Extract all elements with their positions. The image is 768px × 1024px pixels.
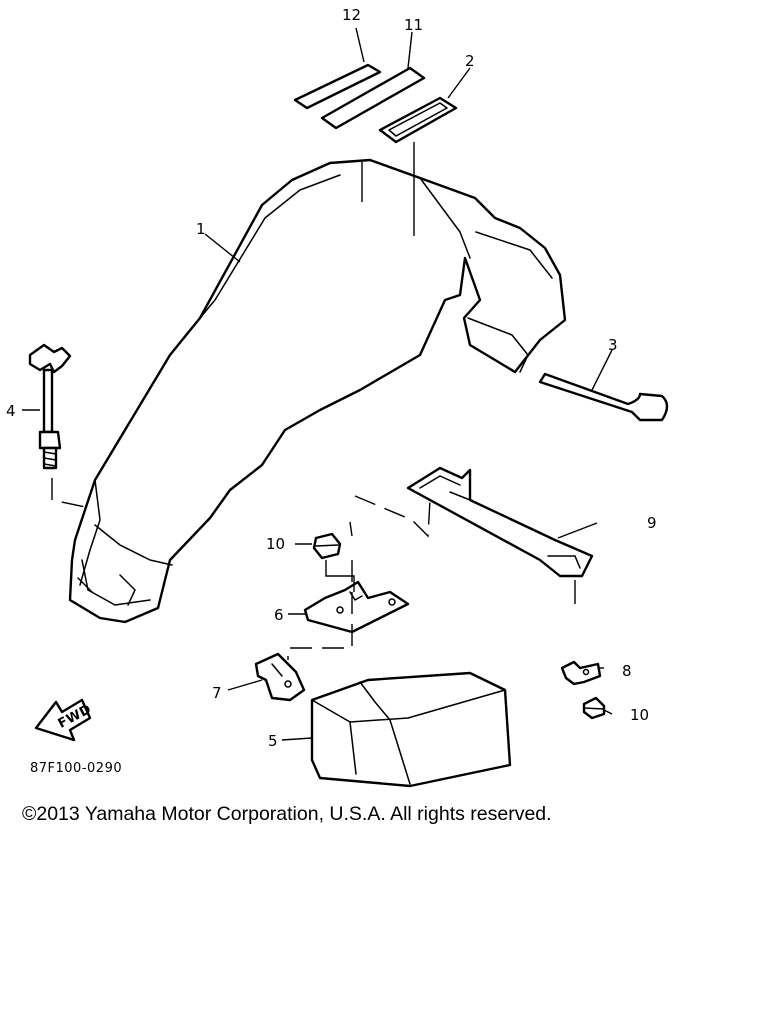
rear-rod (538, 372, 669, 422)
callout-8: 8 (622, 662, 632, 680)
callout-7: 7 (212, 684, 222, 702)
callout-10-lower: 10 (630, 706, 649, 724)
callout-11: 11 (404, 16, 423, 34)
fwd-arrow-icon: FWD (34, 698, 94, 742)
decal-2 (378, 96, 458, 144)
callout-3: 3 (608, 336, 618, 354)
callout-9: 9 (647, 514, 657, 532)
decal-11 (320, 66, 426, 130)
leader-lines (22, 27, 613, 741)
bracket-7 (254, 652, 306, 702)
bracket-6 (303, 580, 410, 634)
callout-4: 4 (6, 402, 16, 420)
battery-box (310, 671, 512, 788)
parts-diagram: FWD 12 11 2 1 3 4 9 10 6 8 7 10 5 87F100… (6, 6, 669, 788)
callout-10-upper: 10 (266, 535, 285, 553)
callout-12: 12 (342, 6, 361, 24)
nut-lower (582, 696, 606, 720)
copyright-notice: ©2013 Yamaha Motor Corporation, U.S.A. A… (22, 803, 552, 825)
drawing-code: 87F100-0290 (30, 761, 122, 776)
callout-1: 1 (196, 220, 206, 238)
battery-band (406, 466, 594, 578)
wing-bolt (28, 343, 72, 470)
callout-6: 6 (274, 606, 284, 624)
nut-8 (560, 660, 602, 686)
decal-12 (293, 63, 382, 110)
callout-2: 2 (465, 52, 475, 70)
callout-5: 5 (268, 732, 278, 750)
rear-fender (68, 158, 567, 624)
nut-upper (312, 532, 342, 560)
